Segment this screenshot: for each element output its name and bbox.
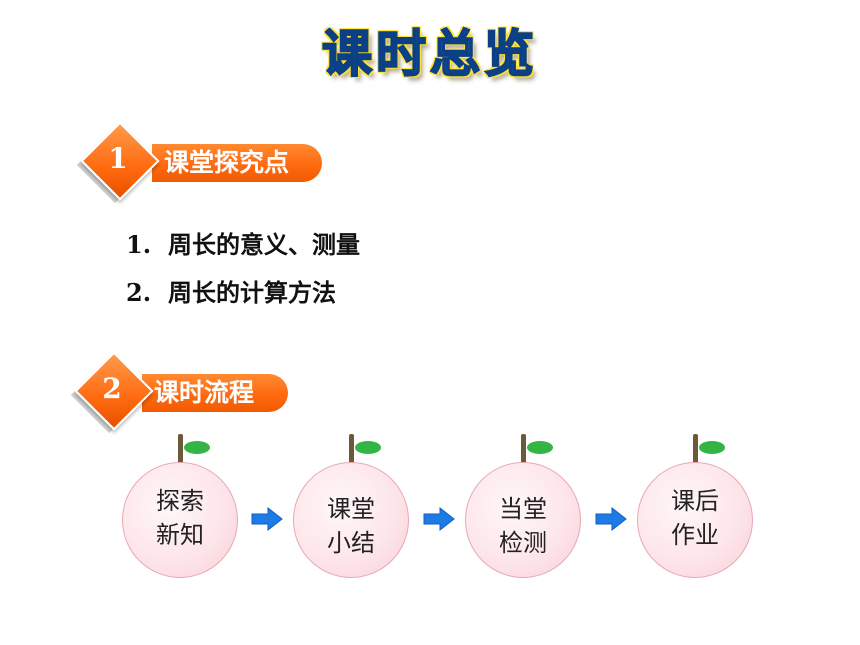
- leaf-icon: [184, 441, 210, 454]
- right-arrow-icon: [595, 507, 627, 531]
- section-label: 课时流程: [142, 374, 288, 412]
- section-number: 1: [108, 142, 128, 175]
- item-number: 1.: [126, 230, 152, 259]
- section-label: 课堂探究点: [152, 144, 322, 182]
- step-text-line1: 探索: [156, 487, 204, 515]
- item-text: 周长的意义、测量: [168, 231, 360, 259]
- stem: [349, 434, 354, 464]
- step-text-line2: 新知: [156, 521, 204, 549]
- leaf-icon: [699, 441, 725, 454]
- item-text: 周长的计算方法: [168, 279, 336, 307]
- fruit-shape: [122, 462, 238, 578]
- key-points-list: 1. 周长的意义、测量 2. 周长的计算方法: [126, 228, 360, 324]
- flow-step-2: 课堂 小结: [293, 434, 411, 584]
- item-number: 2.: [126, 278, 152, 307]
- leaf-icon: [355, 441, 381, 454]
- stem: [178, 434, 183, 464]
- fruit-shape: [465, 462, 581, 578]
- section-number: 2: [102, 372, 122, 405]
- fruit-shape: [293, 462, 409, 578]
- page-title: 课时总览: [321, 24, 538, 84]
- step-text-line2: 小结: [327, 529, 375, 557]
- step-text-line1: 课堂: [327, 495, 375, 523]
- list-item: 1. 周长的意义、测量: [126, 228, 360, 276]
- stem: [521, 434, 526, 464]
- step-text-line1: 课后: [671, 487, 719, 515]
- flow-step-4: 课后 作业: [637, 434, 755, 584]
- right-arrow-icon: [423, 507, 455, 531]
- fruit-shape: [637, 462, 753, 578]
- stem: [693, 434, 698, 464]
- step-text-line1: 当堂: [499, 495, 547, 523]
- flow-step-1: 探索 新知: [122, 434, 240, 584]
- step-text-line2: 作业: [671, 521, 719, 549]
- list-item: 2. 周长的计算方法: [126, 276, 360, 324]
- step-text-line2: 检测: [499, 529, 547, 557]
- right-arrow-icon: [251, 507, 283, 531]
- flow-step-3: 当堂 检测: [465, 434, 583, 584]
- leaf-icon: [527, 441, 553, 454]
